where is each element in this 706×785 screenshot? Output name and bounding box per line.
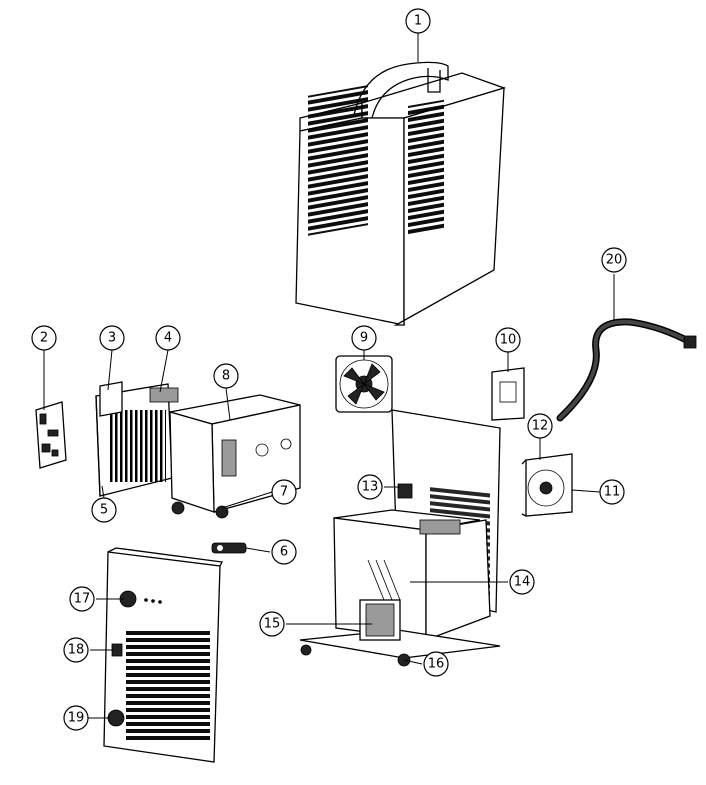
callout-3: 3 [99, 325, 125, 351]
callout-label: 13 [362, 480, 379, 495]
main-chassis-part [299, 409, 501, 667]
callout-13: 13 [357, 474, 383, 500]
heatsink-assembly-part [95, 381, 179, 497]
callout-16: 16 [423, 651, 449, 677]
callout-label: 12 [532, 419, 549, 434]
callout-19: 19 [63, 705, 89, 731]
callout-15: 15 [259, 611, 285, 637]
callout-18: 18 [63, 637, 89, 663]
callout-12: 12 [527, 413, 553, 439]
switch-plate-part [491, 367, 525, 421]
control-board-part [35, 401, 67, 469]
callout-label: 19 [68, 711, 85, 726]
callout-8: 8 [213, 363, 239, 389]
callout-1: 1 [405, 8, 431, 34]
power-cable-part [556, 318, 697, 422]
callout-label: 8 [222, 369, 230, 384]
cooling-fan-part [335, 355, 393, 413]
terminal-connector-part [211, 542, 247, 554]
top-cover-part [295, 61, 507, 326]
callout-label: 14 [514, 575, 531, 590]
callout-label: 9 [360, 331, 368, 346]
callout-label: 18 [68, 643, 85, 658]
callout-10: 10 [495, 327, 521, 353]
callout-20: 20 [601, 247, 627, 273]
callout-label: 2 [40, 331, 48, 346]
front-panel-part [103, 547, 223, 763]
callout-label: 15 [264, 617, 281, 632]
callout-label: 4 [164, 331, 172, 346]
inner-chassis-part [169, 394, 301, 519]
callout-label: 11 [604, 485, 621, 500]
callout-6: 6 [271, 539, 297, 565]
callout-label: 5 [100, 503, 108, 518]
leader-lines [43, 33, 615, 719]
callout-11: 11 [599, 479, 625, 505]
callout-9: 9 [351, 325, 377, 351]
callout-label: 16 [428, 657, 445, 672]
callout-label: 20 [606, 253, 623, 268]
callout-label: 17 [74, 592, 91, 607]
callout-4: 4 [155, 325, 181, 351]
callout-7: 7 [271, 479, 297, 505]
callout-14: 14 [509, 569, 535, 595]
callout-label: 10 [500, 333, 517, 348]
callout-label: 3 [108, 331, 116, 346]
callout-2: 2 [31, 325, 57, 351]
callout-label: 7 [280, 485, 288, 500]
callout-17: 17 [69, 586, 95, 612]
rear-fan-part [521, 453, 573, 517]
callout-5: 5 [91, 497, 117, 523]
callout-label: 1 [414, 14, 422, 29]
callout-label: 6 [280, 545, 288, 560]
